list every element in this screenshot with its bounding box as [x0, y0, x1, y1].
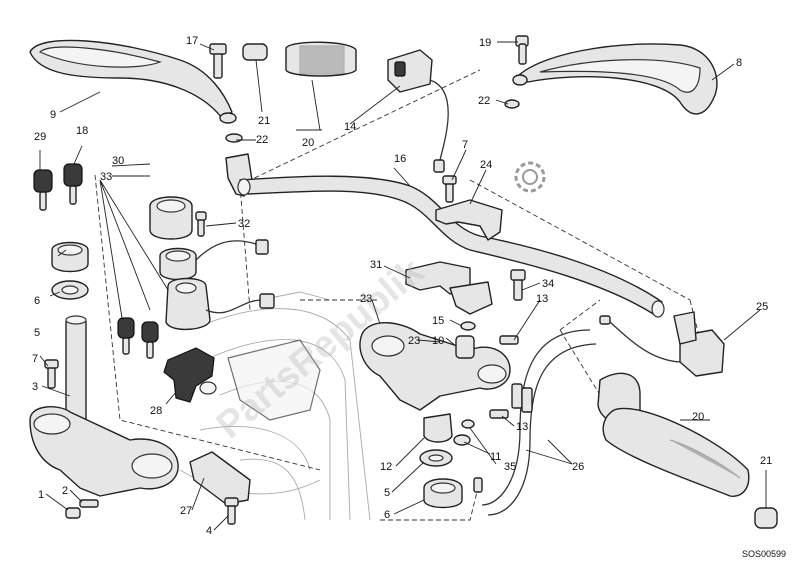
spacer-10 — [455, 335, 475, 359]
washer-5-center — [419, 449, 453, 467]
key-lower-right — [141, 321, 159, 359]
top-yoke-23 — [359, 322, 511, 411]
left-grip-20 — [285, 41, 357, 77]
plate-27 — [189, 451, 251, 505]
label-2: 2 — [62, 485, 68, 497]
key-lower-left — [117, 317, 135, 355]
bolt-4 — [224, 497, 239, 525]
label-21-left: 21 — [258, 115, 270, 127]
bolt-17 — [209, 43, 227, 79]
label-5-left: 5 — [34, 327, 40, 339]
bar-end-weight-21-right — [754, 507, 778, 529]
label-30: 30 — [112, 155, 124, 167]
label-24: 24 — [480, 159, 492, 171]
label-13-lower: 13 — [516, 421, 528, 433]
right-switch-25 — [599, 311, 725, 377]
label-11: 11 — [490, 451, 501, 463]
label-23-right: 23 — [408, 335, 420, 347]
gear-icon — [514, 161, 546, 193]
assembly-dashed-lines — [94, 69, 701, 521]
label-12: 12 — [380, 461, 392, 473]
ignition-ring — [159, 247, 197, 281]
leader-lines — [39, 41, 767, 531]
label-32: 32 — [238, 218, 250, 230]
steering-nut-12 — [423, 413, 453, 443]
bearing-6-left — [51, 241, 89, 273]
ignition-lock — [165, 277, 275, 330]
bolt-ignition — [195, 211, 207, 237]
ignition-wire-32 — [195, 239, 269, 261]
bolt-13-upper — [499, 335, 519, 345]
label-27: 27 — [180, 505, 192, 517]
right-grip-20 — [602, 407, 750, 497]
label-26: 26 — [572, 461, 584, 473]
label-19: 19 — [479, 37, 491, 49]
bolt-13-lower — [489, 409, 509, 419]
label-21-right: 21 — [760, 455, 772, 467]
part-labels: 17 9 22 21 20 14 19 8 22 16 7 24 29 18 3… — [32, 35, 786, 559]
label-9: 9 — [50, 109, 56, 121]
label-35: 35 — [504, 461, 516, 473]
bolt-2 — [79, 499, 99, 508]
label-29: 29 — [34, 131, 46, 143]
bolt-19 — [515, 35, 529, 65]
diagram-code: SOS00599 — [742, 549, 786, 559]
label-14: 14 — [344, 121, 356, 133]
bracket-28 — [163, 347, 217, 403]
label-13-upper: 13 — [536, 293, 548, 305]
bolt-34 — [510, 269, 526, 301]
label-6-left: 6 — [34, 295, 40, 307]
label-6-center: 6 — [384, 509, 390, 521]
label-5-center: 5 — [384, 487, 390, 499]
bolt-7-right — [442, 175, 457, 203]
label-7-left: 7 — [32, 353, 38, 365]
washer-22-right — [504, 99, 520, 109]
label-28: 28 — [150, 405, 162, 417]
label-16: 16 — [394, 153, 406, 165]
label-34: 34 — [542, 278, 554, 290]
label-10: 10 — [432, 335, 444, 347]
label-3: 3 — [32, 381, 38, 393]
label-22-right: 22 — [478, 95, 490, 107]
label-31: 31 — [370, 259, 382, 271]
lower-clamp-31 — [405, 261, 493, 315]
washer-22-left — [225, 133, 243, 143]
label-33: 33 — [100, 171, 112, 183]
washer-5-left — [51, 280, 89, 300]
upper-clamp-24 — [435, 199, 503, 241]
label-22-left: 22 — [256, 134, 268, 146]
bolt-1 — [65, 507, 81, 519]
label-15: 15 — [432, 315, 444, 327]
label-4: 4 — [206, 525, 212, 537]
bottom-yoke — [29, 406, 179, 497]
instrument-bracket-ghost — [227, 339, 321, 421]
label-8: 8 — [736, 57, 742, 69]
left-switch-14 — [387, 49, 449, 173]
washer-35 — [461, 419, 475, 429]
right-mirror — [512, 43, 718, 115]
label-20-right: 20 — [692, 411, 704, 423]
ring-nut-6-center — [423, 478, 463, 509]
label-25: 25 — [756, 301, 768, 313]
label-7-right: 7 — [462, 139, 468, 151]
washer-15 — [460, 321, 476, 331]
throttle-cables-26 — [473, 329, 597, 516]
label-20-left: 20 — [302, 137, 314, 149]
label-1: 1 — [38, 489, 44, 501]
bar-end-weight-21-left — [242, 43, 268, 61]
label-17: 17 — [186, 35, 198, 47]
label-23-left: 23 — [360, 293, 372, 305]
key-18 — [63, 163, 83, 205]
label-18: 18 — [76, 125, 88, 137]
ignition-cover — [149, 196, 193, 240]
left-mirror — [29, 39, 237, 124]
key-29 — [33, 169, 53, 211]
bolt-7-left — [44, 359, 59, 389]
